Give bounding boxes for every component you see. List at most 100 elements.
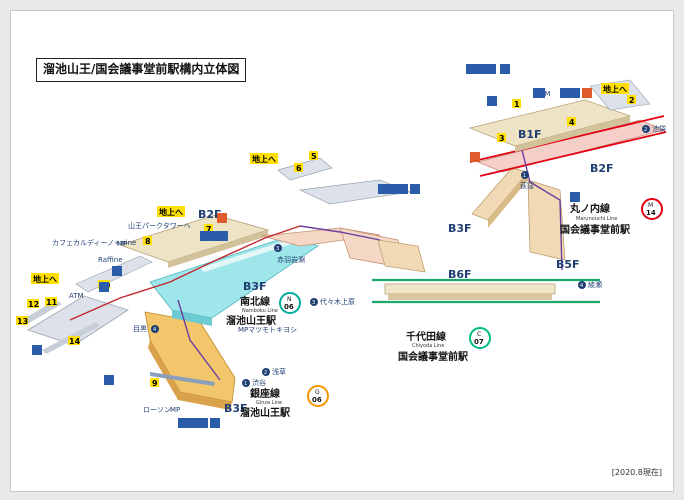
exit-6[interactable]: 6 xyxy=(296,164,302,173)
wheelchair-icon xyxy=(32,345,42,355)
dir-num-shibuya: 1 xyxy=(244,381,247,387)
exit-8[interactable]: 8 xyxy=(145,237,151,246)
ginza-line-name: 銀座線 xyxy=(250,387,280,400)
dir-num-ayase: 4 xyxy=(580,283,583,289)
level-b2f-right: B2F xyxy=(590,162,614,175)
exit-badges: 5 6 7 8 9 10 11 12 13 14 1 2 3 4 xyxy=(16,95,636,388)
label-matsumoto: マツモトキヨシ xyxy=(248,326,297,334)
dir-num-akabanebashi: 3 xyxy=(276,246,279,252)
wheelchair-icon xyxy=(210,418,220,428)
marunouchi-line-name: 丸ノ内線 xyxy=(569,202,610,215)
chiyoda-line-name: 千代田線 xyxy=(406,330,446,343)
wheelchair-icon xyxy=(112,266,122,276)
ginza-line-badge: 銀座線 Ginza Line 溜池山王駅 G 06 xyxy=(240,385,329,419)
exit-12[interactable]: 12 xyxy=(28,300,39,309)
dir-meguro: 目黒 xyxy=(133,325,147,333)
route-lines xyxy=(69,149,563,381)
namboku-line-badge: 南北線 Namboku Line 溜池山王駅 N 06 xyxy=(226,292,301,327)
b2f-left-concourse xyxy=(118,214,270,268)
level-b6f: B6F xyxy=(448,268,472,281)
label-mp-lawson: MP xyxy=(170,406,180,414)
exit-7[interactable]: 7 xyxy=(206,225,212,234)
dir-ogikubo: 荻窪 xyxy=(520,181,534,190)
dir-num-ogikubo: 1 xyxy=(523,173,526,179)
page-title: 溜池山王/国会議事堂前駅構内立体図 xyxy=(36,58,247,82)
chiyoda-letter: C xyxy=(477,331,481,338)
namboku-letter: N xyxy=(287,296,292,303)
label-mp-cafe: MP xyxy=(117,240,127,248)
dir-ayase: 綾瀬 xyxy=(588,280,602,289)
restroom-icon xyxy=(378,184,408,194)
exit-2[interactable]: 2 xyxy=(629,96,635,105)
phone-icon xyxy=(104,375,114,385)
label-atm-west: ATM xyxy=(69,292,84,300)
dir-num-asakusa: 2 xyxy=(264,370,267,376)
phone-icon xyxy=(487,96,497,106)
restroom-icon xyxy=(466,64,496,74)
level-b3f-bottom: B3F xyxy=(224,402,248,415)
facility-icons xyxy=(32,64,592,428)
marunouchi-line-badge: 丸ノ内線 Marunouchi Line 国会議事堂前駅 M 14 xyxy=(560,198,663,236)
street-exit-tag-1[interactable]: 地上へ xyxy=(252,154,276,164)
exit-9[interactable]: 9 xyxy=(152,379,158,388)
aed-icon xyxy=(217,213,227,223)
label-raffine: Raffine xyxy=(98,256,123,264)
level-b1f: B1F xyxy=(518,128,542,141)
dir-asakusa: 浅草 xyxy=(272,367,286,376)
level-b3f-left: B3F xyxy=(243,280,267,293)
exit-1[interactable]: 1 xyxy=(514,100,520,109)
level-b5f: B5F xyxy=(556,258,580,271)
direction-labels: 1 荻窪 2 池袋 3 赤羽岩淵 目黒 4 2 浅草 1 渋谷 3 代々木上原 … xyxy=(133,124,666,387)
ginza-number: 06 xyxy=(312,396,322,404)
ginza-line-roman: Ginza Line xyxy=(256,400,282,406)
label-cafe: カフェカルディーノ+wine xyxy=(52,238,136,247)
namboku-line-name: 南北線 xyxy=(240,295,270,308)
restroom-icon xyxy=(200,231,228,241)
wheelchair-icon xyxy=(500,64,510,74)
restroom-icon xyxy=(560,88,580,98)
namboku-number: 06 xyxy=(284,303,294,311)
chiyoda-number: 07 xyxy=(474,338,484,346)
dir-num-meguro: 4 xyxy=(153,327,156,333)
exit-14[interactable]: 14 xyxy=(69,337,81,346)
aed-icon xyxy=(470,152,480,162)
exit-13[interactable]: 13 xyxy=(17,317,28,326)
label-mp-matsumoto: MP xyxy=(238,326,248,334)
restroom-icon xyxy=(178,418,208,428)
label-lawson: ローソン xyxy=(143,406,171,414)
dir-ikebukuro: 池袋 xyxy=(652,124,666,133)
label-sanno-park-tower: 山王パークタワーへ xyxy=(128,221,191,230)
ginza-letter: G xyxy=(315,389,320,396)
street-exit-tag-4[interactable]: 地上へ xyxy=(603,84,627,94)
aed-icon xyxy=(582,88,592,98)
dir-num-yoyogi-uehara: 3 xyxy=(312,300,315,306)
exit-11[interactable]: 11 xyxy=(46,298,58,307)
ginza-platform-block xyxy=(144,311,236,410)
level-b2f-left: B2F xyxy=(198,208,222,221)
elevator-icon xyxy=(570,192,580,202)
date-note: [2020.8現在] xyxy=(611,468,662,477)
chiyoda-line-badge: 千代田線 Chiyoda Line 国会議事堂前駅 C 07 xyxy=(398,327,491,363)
central-escalator-shaft xyxy=(377,167,566,273)
exit-5[interactable]: 5 xyxy=(311,152,317,161)
ginza-station-name: 溜池山王駅 xyxy=(240,406,291,419)
namboku-station-name: 溜池山王駅 xyxy=(226,314,277,327)
street-exit-tag-2[interactable]: 地上へ xyxy=(159,207,183,217)
exit-4[interactable]: 4 xyxy=(569,118,575,127)
marunouchi-number: 14 xyxy=(646,209,656,217)
atm-icon xyxy=(533,88,545,98)
dir-akabanebashi: 赤羽岩淵 xyxy=(277,255,305,264)
chiyoda-station-name: 国会議事堂前駅 xyxy=(398,350,469,363)
chiyoda-line-roman: Chiyoda Line xyxy=(412,343,444,349)
street-exit-tags: 地上へ 地上へ 地上へ 地上へ xyxy=(31,83,629,284)
elevator-icon xyxy=(410,184,420,194)
exit-3[interactable]: 3 xyxy=(499,134,505,143)
namboku-line-roman: Namboku Line xyxy=(242,308,278,314)
street-exit-tag-3[interactable]: 地上へ xyxy=(33,274,57,284)
level-b3f-mid: B3F xyxy=(448,222,472,235)
marunouchi-letter: M xyxy=(648,202,653,209)
chiyoda-platform-block xyxy=(372,278,600,304)
marunouchi-line-roman: Marunouchi Line xyxy=(576,216,617,222)
dir-num-ikebukuro: 2 xyxy=(644,127,647,133)
